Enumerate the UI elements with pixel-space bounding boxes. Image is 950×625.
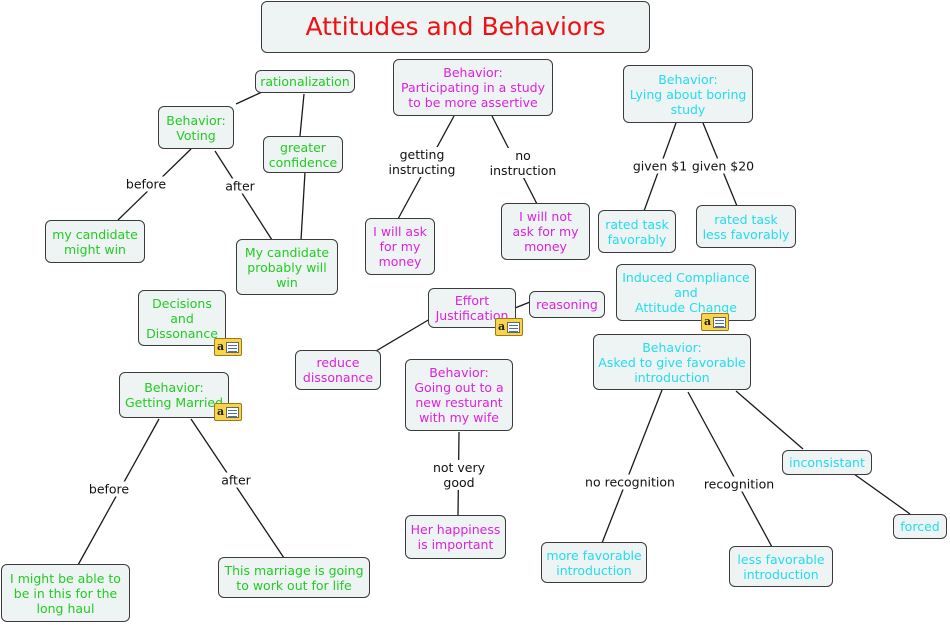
- node-my-candidate-might-win[interactable]: my candidate might win: [45, 220, 145, 263]
- label-after-voting: after: [224, 178, 256, 194]
- node-reduce-dissonance[interactable]: reduce dissonance: [295, 350, 381, 390]
- node-her-happiness[interactable]: Her happiness is important: [405, 515, 506, 559]
- note-icon[interactable]: a: [701, 313, 729, 331]
- label-no-recognition: no recognition: [584, 474, 676, 490]
- label-after-married: after: [220, 472, 252, 488]
- node-forced[interactable]: forced: [893, 514, 947, 539]
- node-behavior-assertive-study[interactable]: Behavior: Participating in a study to be…: [393, 59, 553, 116]
- node-greater-confidence[interactable]: greater confidence: [263, 136, 343, 173]
- node-behavior-voting[interactable]: Behavior: Voting: [158, 106, 234, 149]
- node-behavior-getting-married[interactable]: Behavior: Getting Married: [119, 372, 229, 418]
- label-before-voting: before: [124, 176, 168, 192]
- label-getting-instructing: getting instructing: [387, 147, 457, 177]
- node-rated-task-favorably[interactable]: rated task favorably: [598, 210, 676, 253]
- node-behavior-lying-study[interactable]: Behavior: Lying about boring study: [623, 65, 753, 123]
- node-not-ask-for-money[interactable]: I will not ask for my money: [501, 203, 590, 260]
- label-given-20-dollars: given $20: [690, 158, 756, 174]
- node-inconsistant[interactable]: inconsistant: [782, 450, 872, 475]
- node-rationalization[interactable]: rationalization: [255, 70, 355, 93]
- label-no-instruction: no instruction: [488, 148, 558, 178]
- node-induced-compliance[interactable]: Induced Compliance and Attitude Change: [616, 264, 756, 321]
- label-before-married: before: [87, 481, 131, 497]
- note-icon[interactable]: a: [214, 338, 242, 356]
- node-behavior-restaurant[interactable]: Behavior: Going out to a new resturant w…: [405, 359, 513, 431]
- node-behavior-favorable-introduction[interactable]: Behavior: Asked to give favorable introd…: [593, 334, 751, 390]
- node-my-candidate-probably-win[interactable]: My candidate probably will win: [236, 239, 338, 295]
- node-decisions-and-dissonance[interactable]: Decisions and Dissonance: [138, 290, 226, 346]
- node-effort-justification[interactable]: Effort Justification: [428, 288, 516, 328]
- node-long-haul[interactable]: I might be able to be in this for the lo…: [1, 564, 130, 622]
- node-less-favorable-introduction[interactable]: less favorable introduction: [729, 546, 833, 587]
- node-rated-task-less-favorably[interactable]: rated task less favorably: [696, 205, 796, 248]
- node-reasoning[interactable]: reasoning: [529, 291, 605, 318]
- map-title: Attitudes and Behaviors: [261, 1, 650, 53]
- node-marriage-work-out[interactable]: This marriage is going to work out for l…: [218, 557, 370, 598]
- node-more-favorable-introduction[interactable]: more favorable introduction: [541, 542, 647, 583]
- node-ask-for-money[interactable]: I will ask for my money: [365, 218, 435, 275]
- note-icon[interactable]: a: [495, 318, 523, 336]
- note-icon[interactable]: a: [214, 403, 242, 421]
- label-not-very-good: not very good: [431, 460, 487, 490]
- label-given-1-dollar: given $1: [631, 158, 689, 174]
- label-recognition: recognition: [702, 476, 776, 492]
